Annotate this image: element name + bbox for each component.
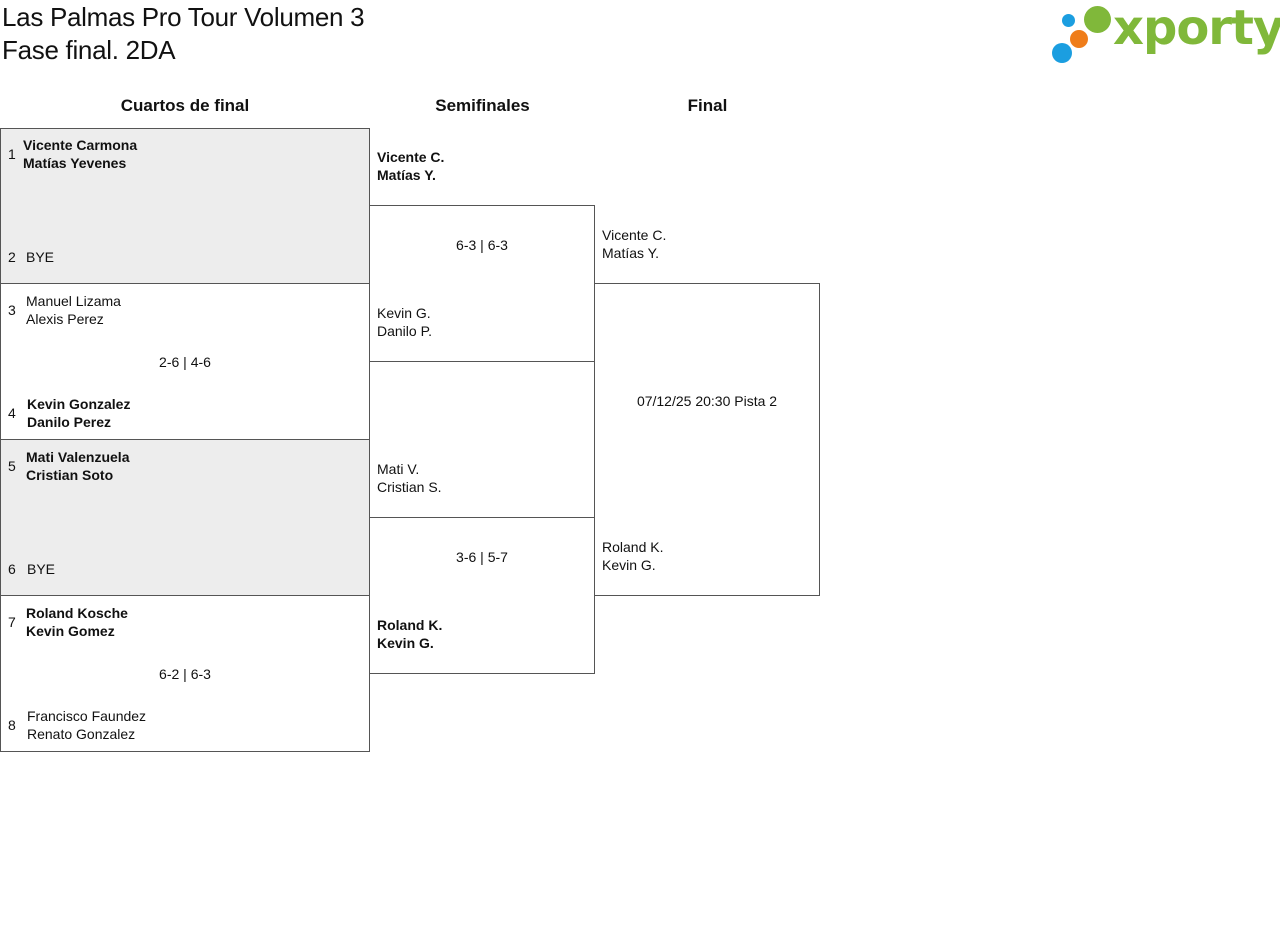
player-name: Vicente C. bbox=[377, 149, 445, 165]
seed-number: 5 bbox=[8, 458, 16, 474]
player-name: Roland K. bbox=[377, 617, 443, 633]
player-name: Vicente C. bbox=[602, 227, 667, 243]
logo-wordmark: xporty bbox=[1113, 0, 1280, 56]
player-name: Kevin G. bbox=[377, 305, 431, 321]
logo-dot-green bbox=[1084, 6, 1111, 33]
player-name: Kevin Gonzalez bbox=[27, 396, 131, 412]
player-name: Mati Valenzuela bbox=[26, 449, 130, 465]
match-schedule: 07/12/25 20:30 Pista 2 bbox=[636, 393, 778, 409]
match-score: 6-3 | 6-3 bbox=[456, 237, 508, 253]
player-name: Kevin G. bbox=[377, 635, 434, 651]
bye-label: BYE bbox=[27, 561, 56, 577]
player-name: Francisco Faundez bbox=[27, 708, 147, 724]
final-match[interactable] bbox=[594, 283, 820, 596]
player-name: Danilo Perez bbox=[27, 414, 112, 430]
seed-number: 4 bbox=[8, 405, 16, 421]
seed-number: 7 bbox=[8, 614, 16, 630]
seed-number: 1 bbox=[8, 146, 16, 162]
page-title: Las Palmas Pro Tour Volumen 3 bbox=[2, 2, 365, 32]
match-score: 3-6 | 5-7 bbox=[456, 549, 508, 565]
player-name: Renato Gonzalez bbox=[27, 726, 136, 742]
seed-number: 2 bbox=[8, 249, 16, 265]
player-name: Cristian Soto bbox=[26, 467, 114, 483]
page-subtitle: Fase final. 2DA bbox=[2, 35, 176, 65]
round-heading-semifinals: Semifinales bbox=[435, 96, 530, 115]
logo-dot-blue-large bbox=[1052, 43, 1072, 63]
player-name: Mati V. bbox=[377, 461, 420, 477]
seed-number: 3 bbox=[8, 302, 16, 318]
logo-dot-blue-small bbox=[1062, 14, 1075, 27]
player-name: Danilo P. bbox=[377, 323, 433, 339]
seed-number: 6 bbox=[8, 561, 16, 577]
player-name: Roland K. bbox=[602, 539, 664, 555]
bye-label: BYE bbox=[26, 249, 55, 265]
player-name: Cristian S. bbox=[377, 479, 442, 495]
xporty-logo[interactable]: xporty bbox=[1050, 0, 1280, 66]
player-name: Matías Y. bbox=[377, 167, 436, 183]
player-name: Vicente Carmona bbox=[23, 137, 138, 153]
player-name: Alexis Perez bbox=[26, 311, 104, 327]
player-name: Kevin G. bbox=[602, 557, 656, 573]
qf-match-3[interactable] bbox=[0, 439, 370, 596]
match-score: 6-2 | 6-3 bbox=[159, 666, 211, 682]
seed-number: 8 bbox=[8, 717, 16, 733]
round-heading-final: Final bbox=[687, 96, 728, 115]
player-name: Matías Y. bbox=[602, 245, 660, 261]
player-name: Manuel Lizama bbox=[26, 293, 121, 309]
match-score: 2-6 | 4-6 bbox=[159, 354, 211, 370]
round-heading-quarterfinals: Cuartos de final bbox=[120, 96, 250, 115]
player-name: Roland Kosche bbox=[26, 605, 128, 621]
player-name: Matías Yevenes bbox=[23, 155, 127, 171]
logo-dot-orange bbox=[1070, 30, 1088, 48]
qf-match-1[interactable] bbox=[0, 128, 370, 284]
player-name: Kevin Gomez bbox=[26, 623, 115, 639]
